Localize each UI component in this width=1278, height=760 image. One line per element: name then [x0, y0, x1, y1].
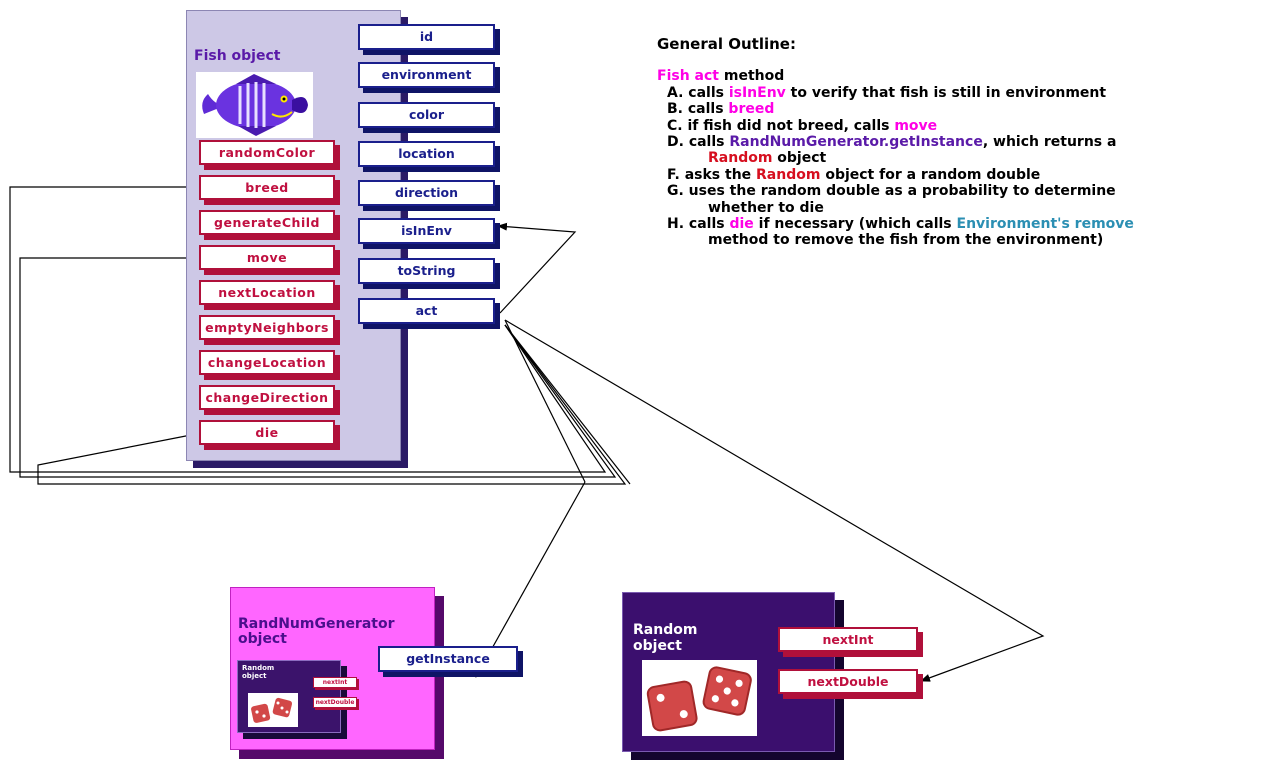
method-generatechild[interactable]: generateChild: [199, 210, 340, 240]
outline-heading: General Outline:: [657, 35, 796, 53]
fish-object-title: Fish object: [194, 48, 281, 64]
method-breed[interactable]: breed: [199, 175, 340, 205]
outline-step-h: H. calls die if necessary (which calls E…: [667, 216, 1134, 233]
outline-method-title: Fish act method: [657, 68, 785, 85]
method-location[interactable]: location: [358, 141, 500, 172]
outline-step-d: D. calls RandNumGenerator.getInstance, w…: [667, 134, 1117, 151]
method-environment[interactable]: environment: [358, 62, 500, 93]
dice-icon: [248, 693, 298, 727]
outline-step-b: B. calls breed: [667, 101, 775, 118]
method-die[interactable]: die: [199, 420, 340, 450]
method-changelocation[interactable]: changeLocation: [199, 350, 340, 380]
arrow-act-to-getinstance: [504, 319, 586, 483]
outline-step-g: G. uses the random double as a probabili…: [667, 183, 1116, 200]
method-randomcolor[interactable]: randomColor: [199, 140, 340, 170]
dice-icon: [642, 660, 757, 736]
method-act[interactable]: act: [358, 298, 500, 329]
method-emptyneighbors[interactable]: emptyNeighbors: [199, 315, 340, 345]
arrow-act-to-isinenv: [497, 222, 577, 314]
random-object-title: Random object: [633, 622, 698, 654]
method-color[interactable]: color: [358, 102, 500, 133]
fish-icon: [196, 72, 313, 138]
method-isinenv[interactable]: isInEnv: [358, 218, 500, 249]
method-id[interactable]: id: [358, 24, 500, 55]
outline-step-a: A. calls isInEnv to verify that fish is …: [667, 84, 1107, 101]
method-move[interactable]: move: [199, 245, 340, 275]
general-outline: General Outline: Fish act method A. call…: [657, 36, 1134, 249]
method-tostring[interactable]: toString: [358, 258, 500, 289]
outline-step-c: C. if fish did not breed, calls move: [667, 117, 938, 134]
method-nextint[interactable]: nextInt: [778, 627, 923, 657]
outline-step-h-cont: method to remove the fish from the envir…: [708, 232, 1104, 249]
mini-method-nextint: nextInt: [313, 677, 359, 690]
mini-random-title: Random object: [242, 664, 275, 680]
method-getinstance[interactable]: getInstance: [378, 646, 523, 677]
outline-step-f: F. asks the Random object for a random d…: [667, 166, 1041, 183]
method-nextdouble[interactable]: nextDouble: [778, 669, 923, 699]
rng-object-title: RandNumGenerator object: [238, 616, 395, 647]
outline-step-g-cont: whether to die: [708, 199, 824, 216]
method-direction[interactable]: direction: [358, 180, 500, 211]
method-changedirection[interactable]: changeDirection: [199, 385, 340, 415]
outline-step-d-cont: Random object: [708, 150, 827, 167]
method-nextlocation[interactable]: nextLocation: [199, 280, 340, 310]
mini-method-nextdouble: nextDouble: [313, 697, 359, 710]
